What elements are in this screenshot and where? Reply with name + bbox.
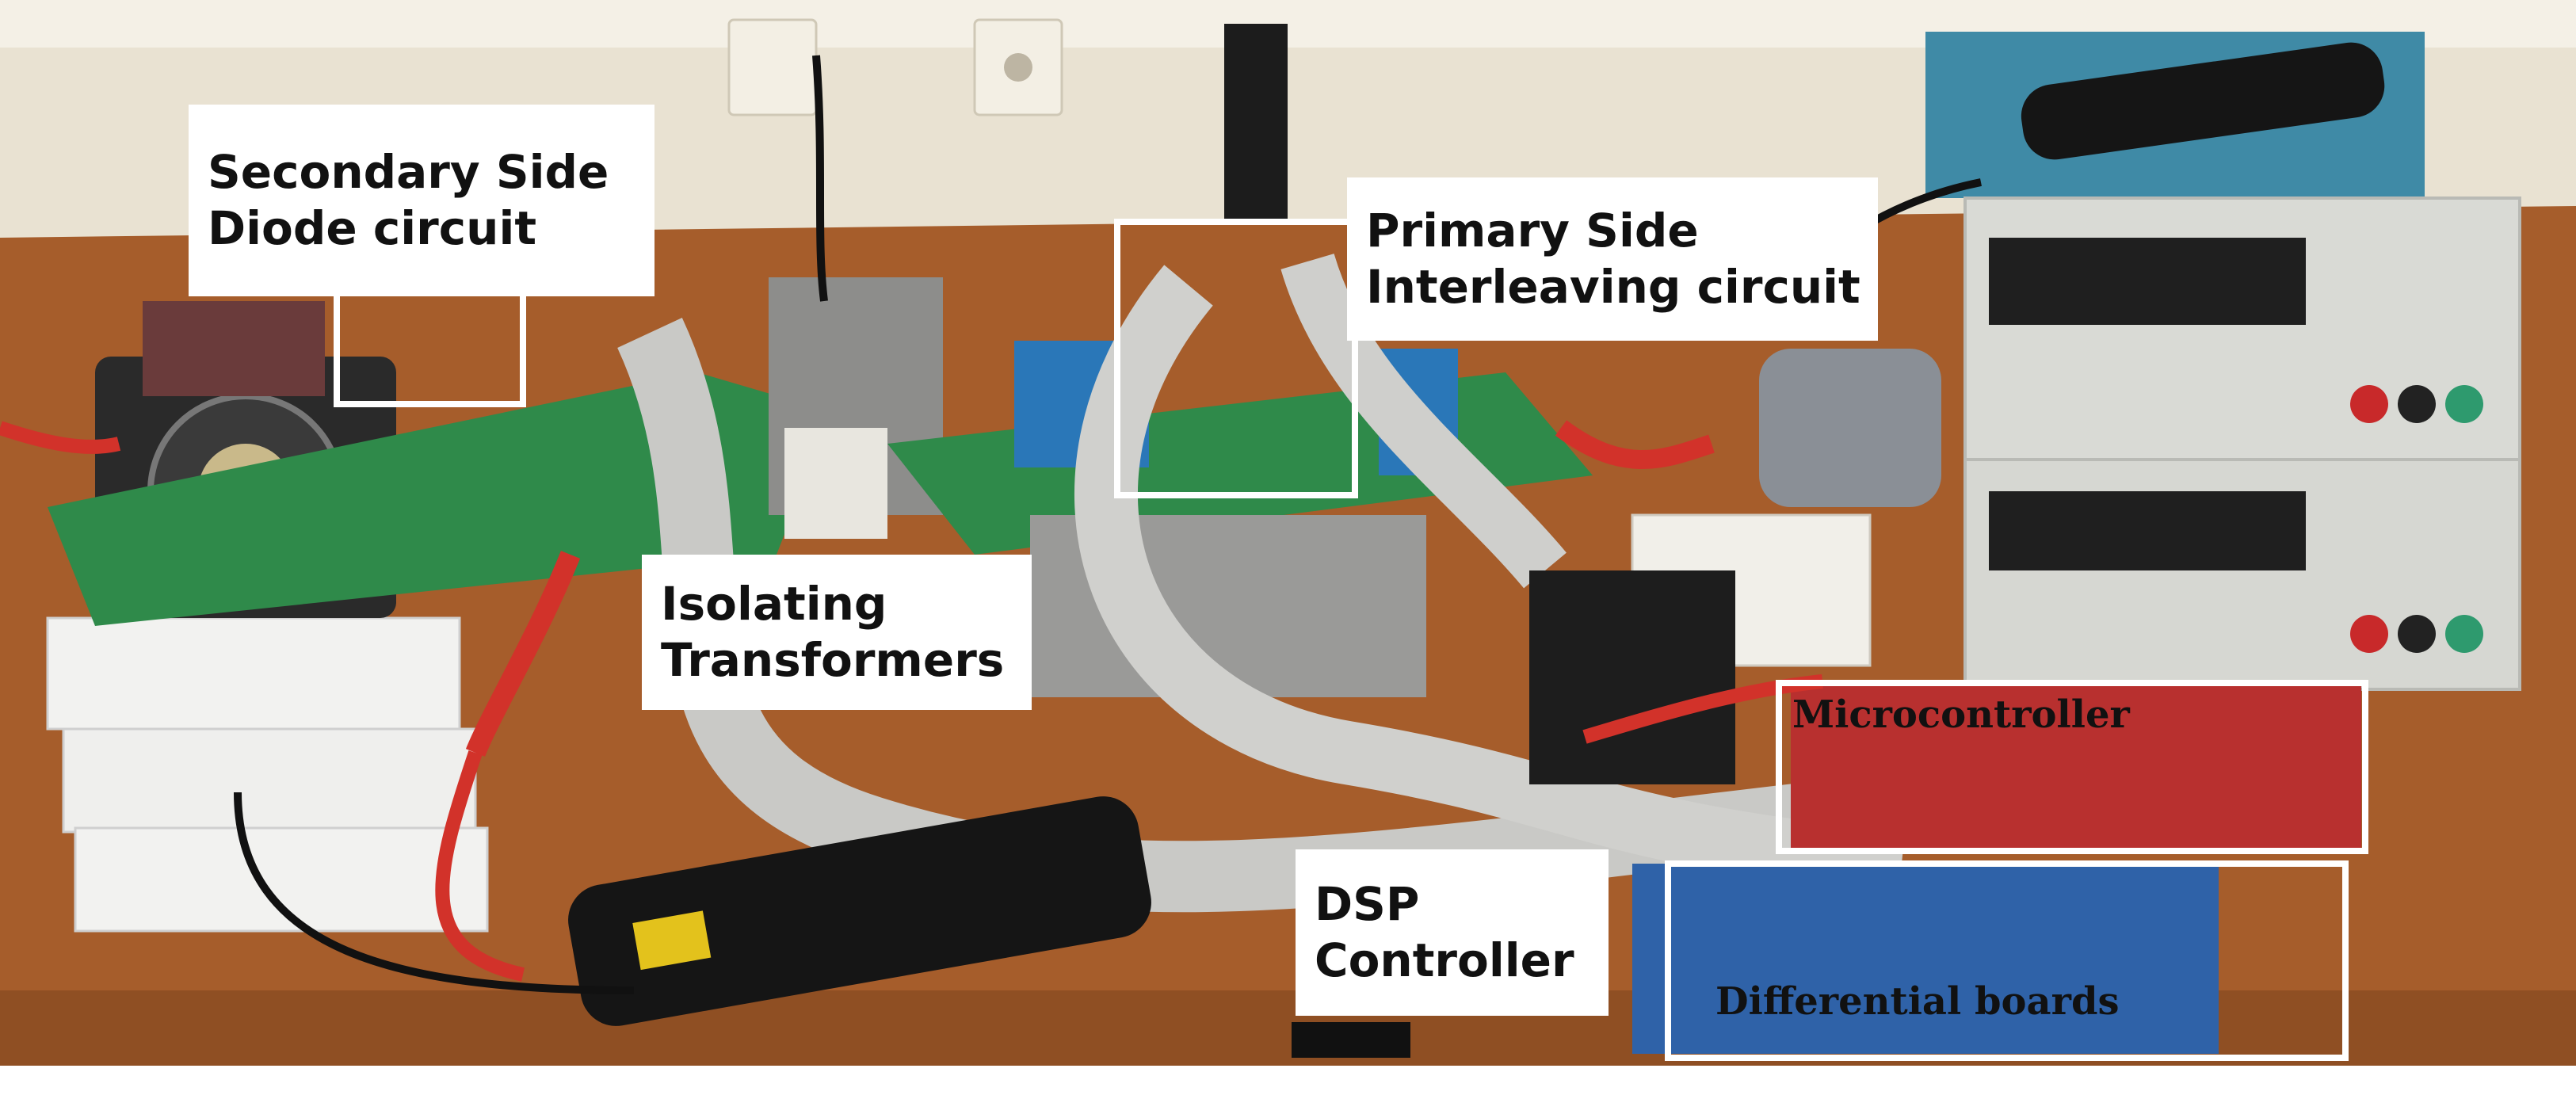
label-dsp-controller: DSP Controller xyxy=(1296,849,1609,1016)
label-dsp-line2: Controller xyxy=(1315,933,1574,987)
label-dsp-line1: DSP xyxy=(1315,877,1420,932)
label-isolating-line1: Isolating xyxy=(661,577,887,631)
label-primary-line2: Interleaving circuit xyxy=(1366,260,1860,314)
label-secondary-line1: Secondary Side xyxy=(208,145,609,200)
label-differential-boards: Differential boards xyxy=(1715,979,2120,1024)
label-primary-side: Primary Side Interleaving circuit xyxy=(1347,177,1878,341)
label-isolating-line2: Transformers xyxy=(661,633,1005,687)
label-primary-line1: Primary Side xyxy=(1366,204,1699,258)
label-isolating-transformers: Isolating Transformers xyxy=(642,555,1032,710)
label-secondary-line2: Diode circuit xyxy=(208,201,537,255)
label-secondary-side: Secondary Side Diode circuit xyxy=(189,105,654,296)
label-microcontroller: Microcontroller xyxy=(1792,692,2130,737)
